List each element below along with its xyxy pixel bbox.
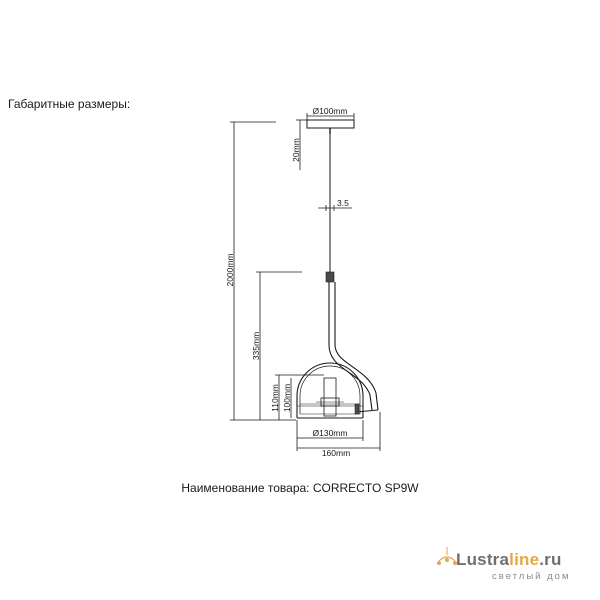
canopy [306, 119, 355, 129]
cable-label: 3.5 [337, 198, 349, 208]
dimensions-heading: Габаритные размеры: [8, 97, 131, 111]
logo-part-line: line [509, 550, 540, 569]
chandelier-icon [437, 547, 457, 565]
shade-outer-height-label: 110mm [270, 384, 280, 412]
total-width-label: 160mm [322, 448, 350, 458]
canopy-height-label: 20mm [291, 138, 301, 162]
shade-diameter-label: Ø130mm [313, 428, 348, 438]
total-height-label: 2000mm [225, 253, 235, 286]
shade-inner-height-label: 100mm [282, 384, 292, 412]
logo-wordmark: Lustraline.ru [456, 550, 562, 570]
product-name: Наименование товара: CORRECTO SP9W [181, 481, 419, 495]
logo-part-lustra: Lustra [456, 550, 510, 569]
body-height-label: 335mm [251, 332, 261, 360]
site-logo[interactable]: Lustraline.ru светлый дом [437, 547, 591, 590]
logo-part-ru: .ru [539, 550, 562, 569]
logo-tagline: светлый дом [492, 571, 571, 582]
lamp-shade [296, 362, 364, 418]
cable-connector [325, 271, 335, 283]
canopy-diameter-label: Ø100mm [313, 106, 348, 116]
lamp-socket [323, 377, 337, 417]
